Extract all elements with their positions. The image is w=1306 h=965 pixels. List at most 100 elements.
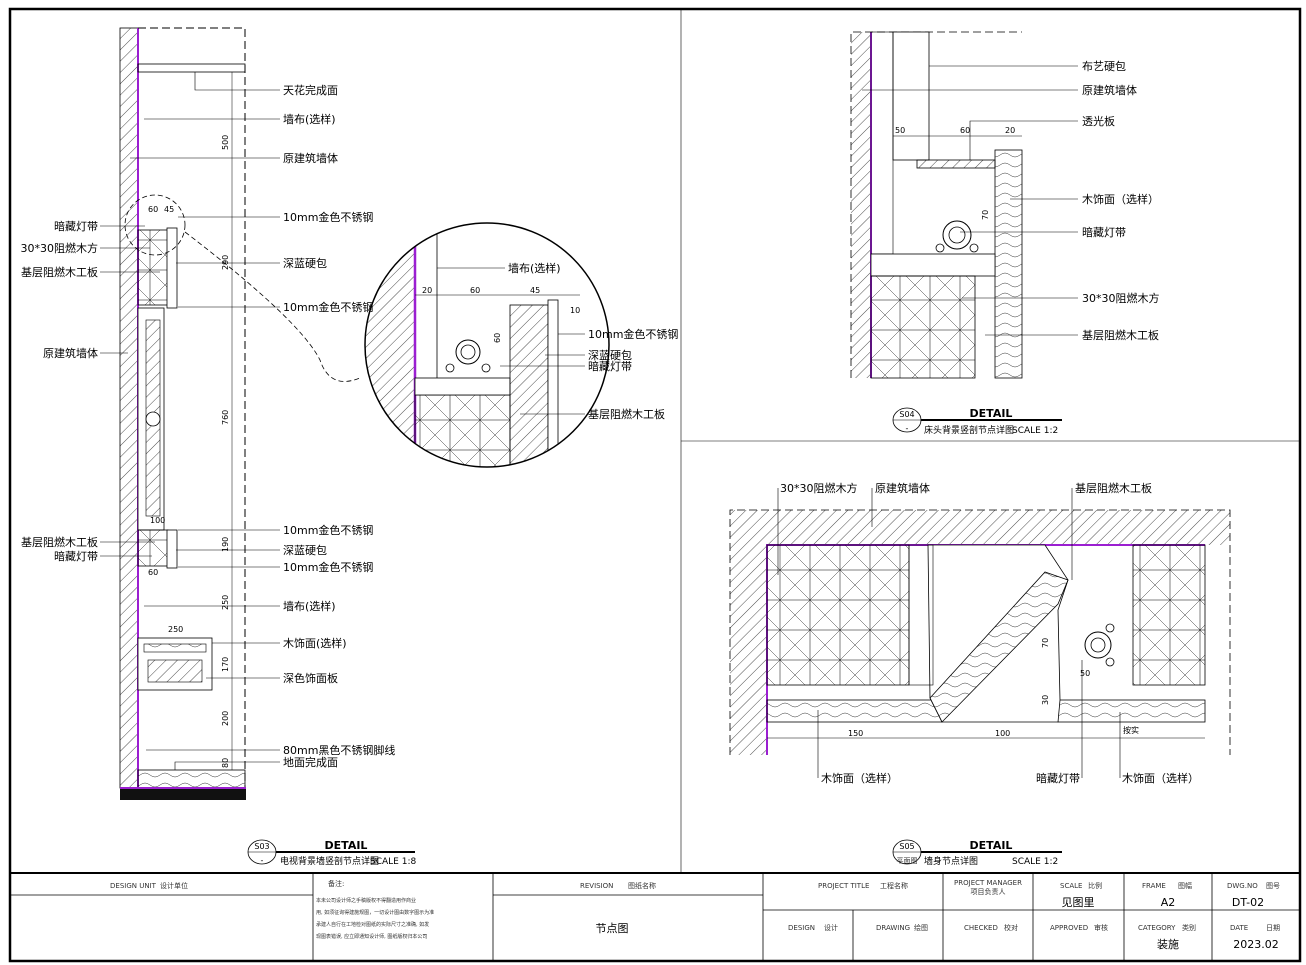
- s03-label-led-2: 暗藏灯带: [54, 549, 98, 563]
- svg-text:类别: 类别: [1182, 923, 1196, 932]
- s05-plan-drawing: [729, 509, 1231, 755]
- svg-text:DESIGN UNIT: DESIGN UNIT: [110, 882, 157, 890]
- s03-dimsmall-3: 60: [148, 568, 158, 577]
- svg-text:工程名称: 工程名称: [880, 881, 908, 890]
- s05-leaders: [777, 488, 1121, 778]
- s03-wall-hatch: [119, 27, 139, 789]
- svg-text:20: 20: [1005, 126, 1015, 135]
- sheet-border: [8, 7, 1302, 963]
- svg-text:DATE: DATE: [1230, 924, 1248, 932]
- s03-label-ceiling: 天花完成面: [283, 83, 338, 97]
- s03-dim-5: 170: [221, 657, 230, 672]
- s03-section-drawing: 500 290 760 190 250 170 200 80 60 45 100…: [119, 27, 361, 800]
- s03-dimsmall-1: 45: [164, 205, 174, 214]
- s04-label-3: 木饰面（选样）: [1082, 192, 1159, 206]
- svg-text:S05: S05: [899, 842, 914, 851]
- s05-label-top-2: 基层阻燃木工板: [1075, 481, 1152, 495]
- svg-text:REVISION: REVISION: [580, 882, 613, 890]
- s03-break-outline: [138, 27, 246, 789]
- s03-label-floor: 地面完成面: [283, 755, 338, 769]
- svg-text:-: -: [261, 856, 264, 865]
- s04-labels: 布艺硬包 原建筑墙体 透光板 木饰面（选样） 暗藏灯带 30*30阻燃木方 基层…: [1082, 60, 1160, 342]
- s03-dim-0: 500: [221, 135, 230, 150]
- svg-text:墙身节点详图: 墙身节点详图: [924, 855, 978, 867]
- s03-label-wall-left: 原建筑墙体: [43, 346, 98, 360]
- svg-text:50: 50: [1080, 669, 1090, 678]
- svg-text:FRAME: FRAME: [1142, 882, 1166, 890]
- s03-labels-left: 暗藏灯带 30*30阻燃木方 基层阻燃木工板 原建筑墙体 基层阻燃木工板 暗藏灯…: [21, 219, 99, 563]
- svg-text:CATEGORY: CATEGORY: [1138, 924, 1176, 932]
- zoom-label-wallcloth: 墙布(选样): [508, 261, 561, 275]
- s03-dim-1: 290: [221, 255, 230, 270]
- svg-text:DT-02: DT-02: [1232, 896, 1264, 909]
- s03-title-block: S03 - DETAIL 电视背景墙竖剖节点详图 SCALE 1:8: [247, 839, 416, 867]
- s04-dims: 50 60 20 70: [895, 126, 1015, 220]
- svg-text:DETAIL: DETAIL: [970, 407, 1013, 420]
- svg-text:DRAWING: DRAWING: [876, 924, 910, 932]
- svg-text:备注:: 备注:: [328, 879, 344, 888]
- svg-text:PROJECT MANAGER: PROJECT MANAGER: [954, 879, 1022, 887]
- titleblock-text: DESIGN UNIT 设计单位 备注: 本未公司设计师之手稿版权不得翻造用作商…: [110, 879, 1280, 951]
- s03-wood-batten-top: [137, 229, 169, 306]
- s04-label-4: 暗藏灯带: [1082, 225, 1126, 239]
- s03-wood-batten-bottom: [137, 529, 169, 567]
- svg-text:承建人自行在工地检对图纸的实际尺寸之准确, 如发: 承建人自行在工地检对图纸的实际尺寸之准确, 如发: [316, 921, 429, 928]
- s03-title: 电视背景墙竖剖节点详图: [280, 855, 379, 867]
- svg-text:床头背景竖剖节点详图: 床头背景竖剖节点详图: [924, 424, 1014, 436]
- s04-label-0: 布艺硬包: [1082, 60, 1126, 73]
- svg-text:20: 20: [422, 286, 432, 295]
- svg-text:设计: 设计: [824, 923, 838, 932]
- svg-text:S04: S04: [899, 410, 914, 419]
- s04-section-drawing: [850, 31, 1023, 379]
- svg-text:APPROVED: APPROVED: [1050, 924, 1088, 932]
- svg-text:平面图: 平面图: [897, 857, 918, 865]
- svg-text:CHECKED: CHECKED: [964, 924, 998, 932]
- svg-text:150: 150: [848, 729, 863, 738]
- s03-label-led: 暗藏灯带: [54, 219, 98, 233]
- s04-title-block: S04 - DETAIL 床头背景竖剖节点详图 SCALE 1:2: [892, 407, 1062, 436]
- s04-label-1: 原建筑墙体: [1082, 83, 1137, 97]
- svg-text:项目负责人: 项目负责人: [971, 887, 1006, 896]
- s03-label-wood: 木饰面(选样): [283, 636, 347, 650]
- s03-label-blue-1: 深蓝硬包: [283, 257, 327, 270]
- zoom-label-steel: 10mm金色不锈钢: [588, 327, 678, 341]
- svg-text:校对: 校对: [1004, 923, 1018, 932]
- s03-label-board-2: 基层阻燃木工板: [21, 535, 98, 549]
- s05-label-top-1: 原建筑墙体: [875, 481, 930, 495]
- s03-label-steel-1: 10mm金色不锈钢: [283, 210, 373, 224]
- s05-label-top-0: 30*30阻燃木方: [780, 481, 858, 495]
- svg-text:图号: 图号: [1266, 882, 1280, 890]
- zoom-label-led: 暗藏灯带: [588, 359, 632, 373]
- s05-labels: 30*30阻燃木方 原建筑墙体 基层阻燃木工板 木饰面（选样） 暗藏灯带 木饰面…: [780, 481, 1199, 785]
- s05-label-bottom-0: 木饰面（选样）: [821, 771, 898, 785]
- svg-text:70: 70: [1041, 638, 1050, 648]
- svg-text:见图里: 见图里: [1062, 896, 1095, 909]
- svg-text:50: 50: [895, 126, 905, 135]
- s03-floor: [137, 769, 246, 789]
- s03-label-darkpanel: 深色饰面板: [283, 671, 338, 685]
- s03-upper-panel: [166, 227, 178, 309]
- s03-label-board: 基层阻燃木工板: [21, 265, 98, 279]
- s03-label-wall: 原建筑墙体: [283, 151, 338, 165]
- svg-text:图纸名称: 图纸名称: [628, 881, 656, 890]
- svg-text:按实: 按实: [1123, 725, 1139, 735]
- svg-text:绘图: 绘图: [914, 923, 928, 932]
- svg-text:45: 45: [530, 286, 540, 295]
- zoom-detail: [364, 222, 610, 468]
- titleblock-grid: [10, 873, 1300, 961]
- s03-leaders-right: [130, 72, 280, 770]
- svg-text:比例: 比例: [1088, 881, 1102, 890]
- s05-title-block: S05 平面图 DETAIL 墙身节点详图 SCALE 1:2: [892, 839, 1062, 867]
- svg-text:10: 10: [570, 306, 580, 315]
- svg-text:60: 60: [493, 333, 502, 343]
- svg-text:SCALE 1:2: SCALE 1:2: [1012, 426, 1058, 436]
- s03-leaders-left: [100, 225, 160, 557]
- s04-label-5: 30*30阻燃木方: [1082, 291, 1160, 305]
- s03-detail: DETAIL: [325, 839, 368, 852]
- s04-label-2: 透光板: [1082, 114, 1115, 128]
- svg-text:SCALE 1:2: SCALE 1:2: [1012, 857, 1058, 867]
- s04-label-6: 基层阻燃木工板: [1082, 328, 1159, 342]
- s03-dim-7: 80: [221, 758, 230, 768]
- s05-label-bottom-1: 暗藏灯带: [1036, 771, 1080, 785]
